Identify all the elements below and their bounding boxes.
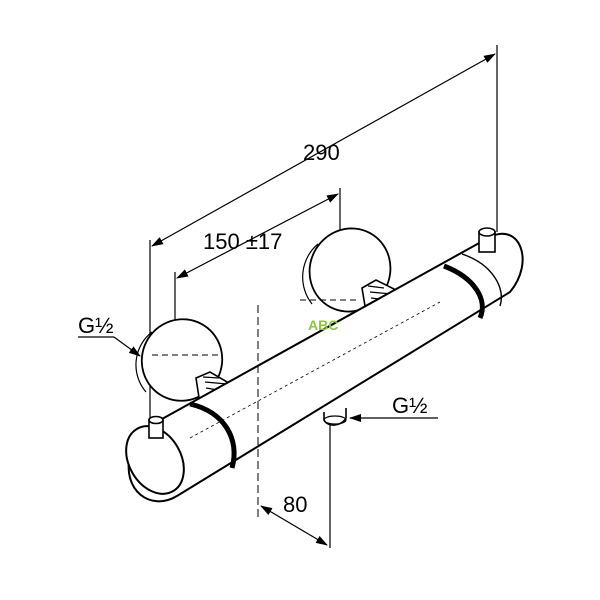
outlet-thread-label: G½ [392,393,427,418]
dimension-label-150: 150 ±17 [203,229,282,254]
inlet-thread-label: G½ [78,313,113,338]
dimension-150: 150 ±17 [174,188,341,380]
dimension-label-290: 290 [303,140,340,165]
bottom-outlet [323,408,347,426]
grip-band-right [443,263,485,320]
dimension-line-80 [260,505,328,546]
dimension-80: 80 [257,305,331,548]
left-pin [148,415,164,439]
grip-band-left [189,401,237,469]
dimension-line-150 [176,193,339,279]
callout-outlet-thread: G½ [349,393,438,422]
watermark-logo: ABC [308,317,338,333]
end-cap-left [125,425,185,495]
dimension-label-80: 80 [283,492,307,517]
callout-inlet-thread: G½ [78,313,141,357]
top-pin [478,227,496,253]
thermostat-body [125,232,524,503]
